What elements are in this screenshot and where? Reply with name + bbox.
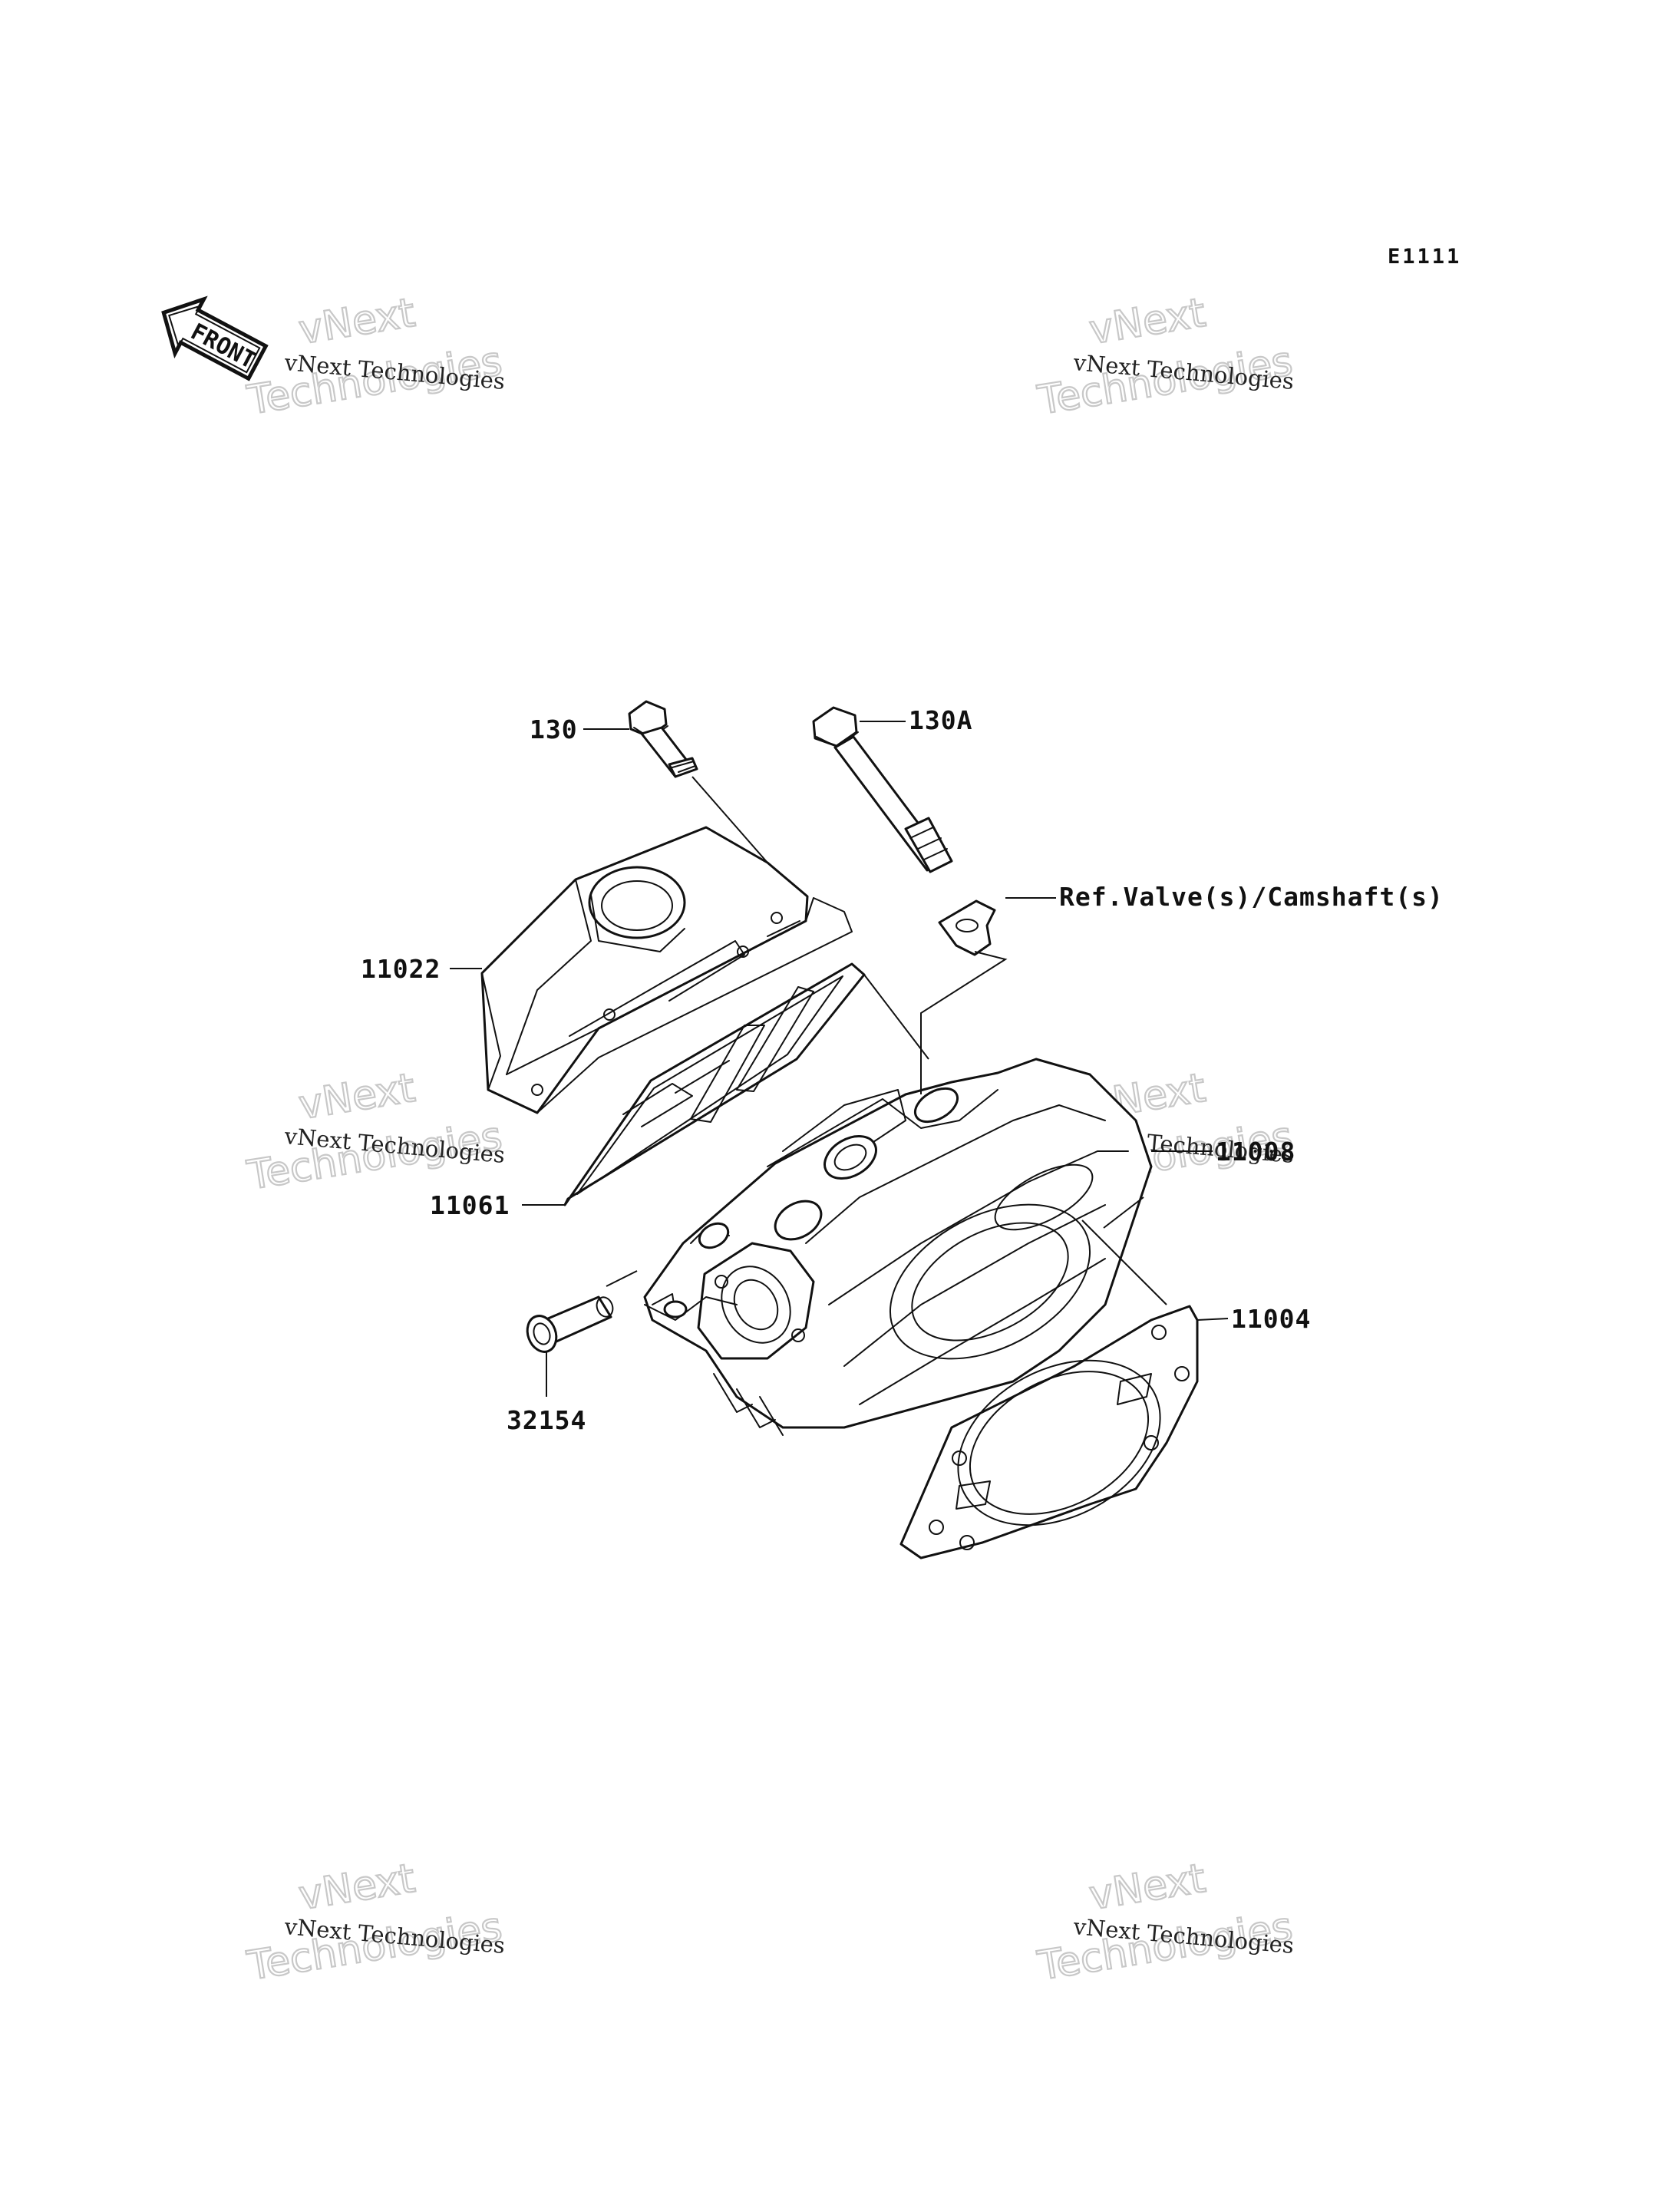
watermark: vNext Technologies <box>1034 1855 1297 1991</box>
washer-part <box>938 899 996 956</box>
watermark: vNext Technologies <box>243 289 507 425</box>
watermark: vNext Technologies <box>1034 289 1297 425</box>
bolt-130a-part <box>812 706 953 873</box>
gasket-11004-part <box>899 1305 1199 1559</box>
diagram-code: E1111 <box>1388 245 1461 269</box>
watermark: vNext Technologies <box>243 1064 507 1200</box>
callout-11061: 11061 <box>430 1190 510 1220</box>
front-arrow-icon: FRONT <box>161 295 269 381</box>
callout-11008: 11008 <box>1216 1137 1295 1167</box>
cylinder-head-11008-part <box>643 1058 1153 1436</box>
watermark: vNext Technologies <box>243 1855 507 1991</box>
cover-11022-part <box>480 826 853 1114</box>
watermark-big-line1: vNext <box>295 290 418 354</box>
callout-11022: 11022 <box>361 954 441 984</box>
watermark-big-line1: vNext <box>1086 1856 1208 1919</box>
callout-32154: 32154 <box>507 1405 586 1435</box>
pipe-32154-part <box>526 1295 614 1353</box>
callout-130a: 130A <box>909 705 972 735</box>
callout-130: 130 <box>530 715 578 744</box>
callout-11004: 11004 <box>1231 1304 1311 1334</box>
callout-ref-valve-camshaft: Ref.Valve(s)/Camshaft(s) <box>1059 882 1444 912</box>
watermark-big-line1: vNext <box>295 1065 418 1129</box>
leader-lines <box>450 721 1229 1397</box>
bolt-130-part <box>628 700 698 778</box>
watermark-big-line1: vNext <box>295 1856 418 1919</box>
watermark-big-line1: vNext <box>1086 290 1208 354</box>
